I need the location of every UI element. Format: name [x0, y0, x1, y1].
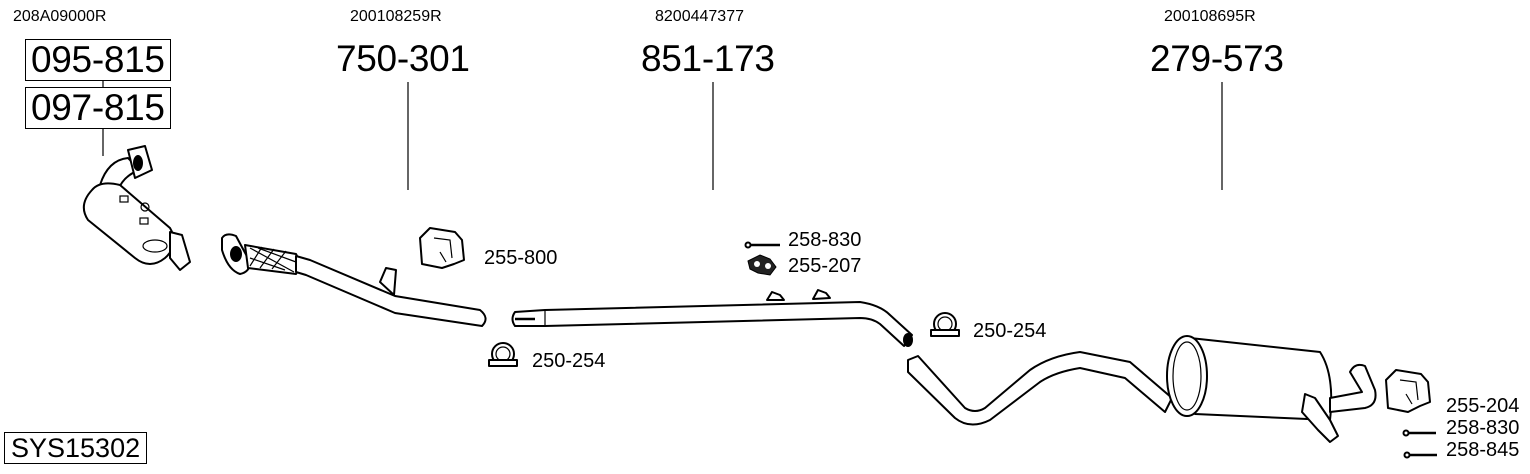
rubber-hanger-icon	[747, 254, 777, 276]
bolt-icon	[1403, 451, 1437, 459]
accessory-label[interactable]: 250-254	[532, 350, 606, 372]
intermediate-pipe-icon[interactable]	[511, 289, 914, 347]
accessory-label[interactable]: 250-254	[973, 320, 1047, 342]
part-number-279-573[interactable]: 279-573	[1150, 38, 1284, 79]
part-number-095-815[interactable]: 095-815	[25, 39, 171, 81]
accessory-label[interactable]: 255-207	[788, 255, 862, 277]
bolt-icon	[1402, 429, 1436, 437]
front-pipe-icon[interactable]	[221, 233, 487, 327]
part-number-097-815[interactable]: 097-815	[25, 87, 171, 129]
part-number-750-301[interactable]: 750-301	[336, 38, 470, 79]
bolt-icon	[744, 241, 780, 249]
oem-number: 200108695R	[1164, 8, 1256, 25]
accessory-label[interactable]: 258-830	[1446, 417, 1520, 439]
oem-number: 208A09000R	[13, 8, 107, 25]
rubber-mount-icon	[1385, 369, 1431, 413]
pipe-clamp-icon	[488, 342, 518, 367]
accessory-label[interactable]: 255-204	[1446, 395, 1520, 417]
rubber-mount-icon	[419, 227, 465, 269]
pipe-clamp-icon	[930, 312, 960, 337]
catalytic-converter-icon[interactable]	[82, 145, 191, 271]
accessory-label[interactable]: 258-830	[788, 229, 862, 251]
accessory-label[interactable]: 258-845	[1446, 439, 1520, 461]
accessory-label[interactable]: 255-800	[484, 247, 558, 269]
rear-silencer-icon[interactable]	[907, 335, 1377, 443]
system-code: SYS15302	[4, 432, 148, 464]
part-number-851-173[interactable]: 851-173	[641, 38, 775, 79]
oem-number: 200108259R	[350, 8, 442, 25]
oem-number: 8200447377	[655, 8, 744, 25]
